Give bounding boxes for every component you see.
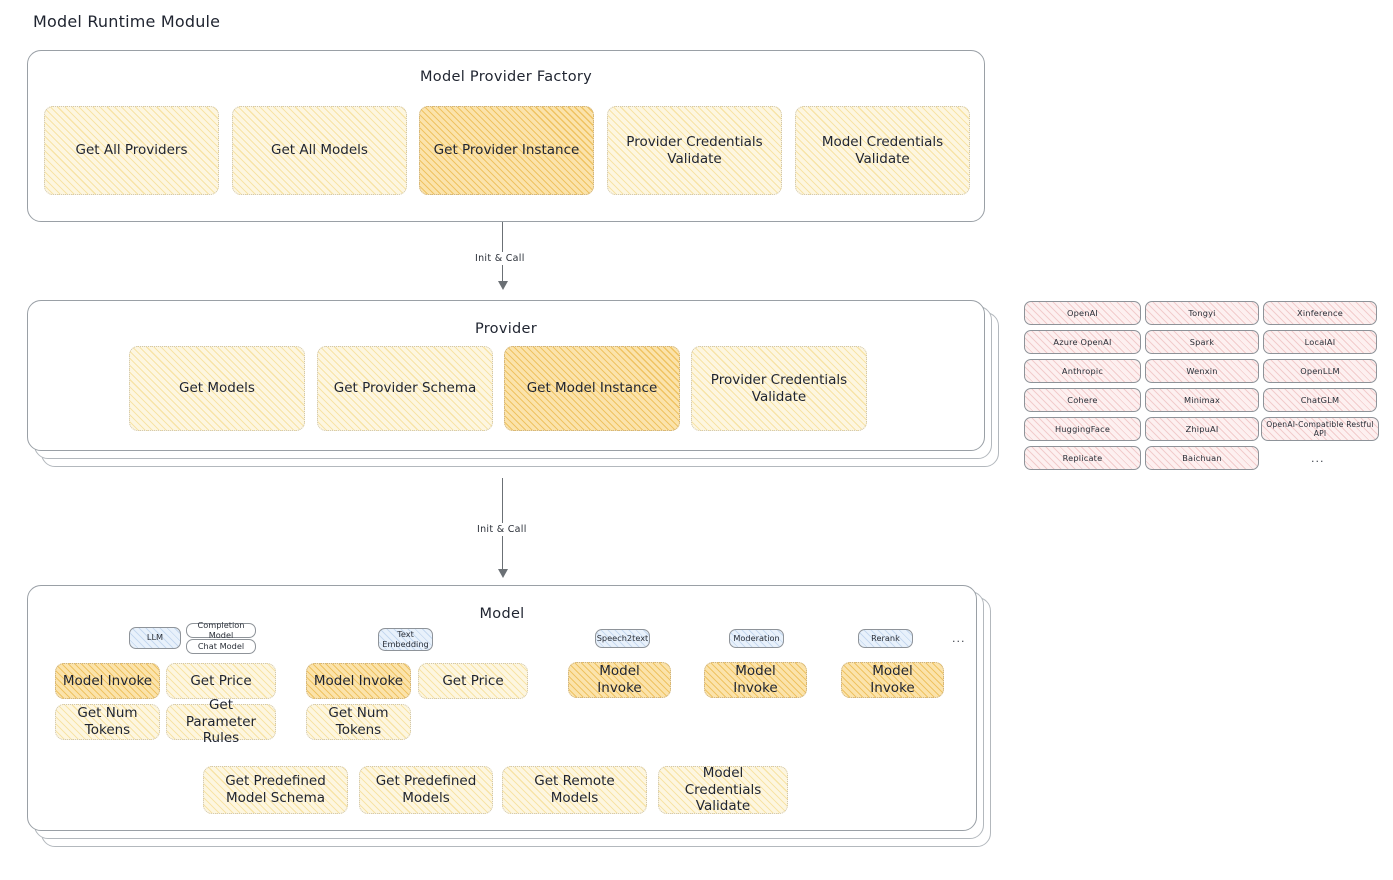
moderation-method-model-invoke[interactable]: Model Invoke (704, 662, 807, 698)
speech2text-method-model-invoke[interactable]: Model Invoke (568, 662, 671, 698)
provider-pill-huggingface[interactable]: HuggingFace (1024, 417, 1141, 441)
factory-box-get-provider-instance[interactable]: Get Provider Instance (419, 106, 594, 195)
provider-pill-tongyi[interactable]: Tongyi (1145, 301, 1259, 325)
model-common-model-credentials-validate[interactable]: Model Credentials Validate (658, 765, 788, 814)
llm-method-get-price[interactable]: Get Price (166, 663, 276, 699)
model-common-get-predefined-model-schema[interactable]: Get Predefined Model Schema (203, 766, 348, 814)
factory-box-provider-credentials-validate[interactable]: Provider Credentials Validate (607, 106, 782, 195)
arrow-factory-to-provider-head (497, 281, 508, 290)
page-title: Model Runtime Module (33, 12, 221, 31)
model-types-more-ellipsis: ... (952, 632, 966, 645)
provider-box-get-provider-schema[interactable]: Get Provider Schema (317, 346, 493, 431)
provider-pill-openai[interactable]: OpenAI (1024, 301, 1141, 325)
model-subtag-chat-model[interactable]: Chat Model (186, 639, 256, 654)
provider-pill-chatglm[interactable]: ChatGLM (1263, 388, 1377, 412)
provider-title: Provider (474, 321, 538, 337)
llm-method-get-parameter-rules[interactable]: Get Parameter Rules (166, 697, 276, 746)
model-type-tag-text-embedding[interactable]: Text Embedding (378, 628, 433, 651)
factory-box-get-all-providers[interactable]: Get All Providers (44, 106, 219, 195)
provider-list-more-ellipsis: ... (1311, 452, 1325, 465)
factory-box-get-all-models[interactable]: Get All Models (232, 106, 407, 195)
provider-pill-openllm[interactable]: OpenLLM (1263, 359, 1377, 383)
provider-box-provider-credentials-validate[interactable]: Provider Credentials Validate (691, 346, 867, 431)
provider-pill-cohere[interactable]: Cohere (1024, 388, 1141, 412)
provider-pill-zhipuai[interactable]: ZhipuAI (1145, 417, 1259, 441)
provider-pill-baichuan[interactable]: Baichuan (1145, 446, 1259, 470)
text-embedding-method-get-price[interactable]: Get Price (418, 663, 528, 699)
model-common-get-predefined-models[interactable]: Get Predefined Models (359, 766, 493, 814)
arrow-provider-to-model-head (497, 569, 508, 578)
provider-pill-minimax[interactable]: Minimax (1145, 388, 1259, 412)
provider-pill-localai[interactable]: LocalAI (1263, 330, 1377, 354)
model-common-get-remote-models[interactable]: Get Remote Models (502, 766, 647, 814)
text-embedding-method-model-invoke[interactable]: Model Invoke (306, 663, 411, 699)
provider-pill-anthropic[interactable]: Anthropic (1024, 359, 1141, 383)
text-embedding-method-get-num-tokens[interactable]: Get Num Tokens (306, 704, 411, 740)
provider-pill-openai-compatible-restful-api[interactable]: OpenAI-Compatible Restful API (1261, 417, 1379, 441)
provider-pill-azure-openai[interactable]: Azure OpenAI (1024, 330, 1141, 354)
arrow-provider-to-model-label: Init & Call (473, 523, 531, 536)
model-type-tag-speech2text[interactable]: Speech2text (595, 629, 650, 648)
rerank-method-model-invoke[interactable]: Model Invoke (841, 662, 944, 698)
provider-pill-wenxin[interactable]: Wenxin (1145, 359, 1259, 383)
provider-pill-xinference[interactable]: Xinference (1263, 301, 1377, 325)
model-title: Model (479, 606, 525, 622)
model-type-tag-moderation[interactable]: Moderation (729, 629, 784, 648)
provider-pill-spark[interactable]: Spark (1145, 330, 1259, 354)
model-provider-factory-title: Model Provider Factory (419, 69, 593, 85)
factory-box-model-credentials-validate[interactable]: Model Credentials Validate (795, 106, 970, 195)
provider-pill-replicate[interactable]: Replicate (1024, 446, 1141, 470)
arrow-factory-to-provider-label: Init & Call (471, 252, 529, 265)
llm-method-model-invoke[interactable]: Model Invoke (55, 663, 160, 699)
llm-method-get-num-tokens[interactable]: Get Num Tokens (55, 704, 160, 740)
model-subtag-completion-model[interactable]: Completion Model (186, 620, 256, 639)
provider-box-get-model-instance[interactable]: Get Model Instance (504, 346, 680, 431)
provider-box-get-models[interactable]: Get Models (129, 346, 305, 431)
model-type-tag-rerank[interactable]: Rerank (858, 629, 913, 648)
model-type-tag-llm[interactable]: LLM (129, 627, 181, 649)
